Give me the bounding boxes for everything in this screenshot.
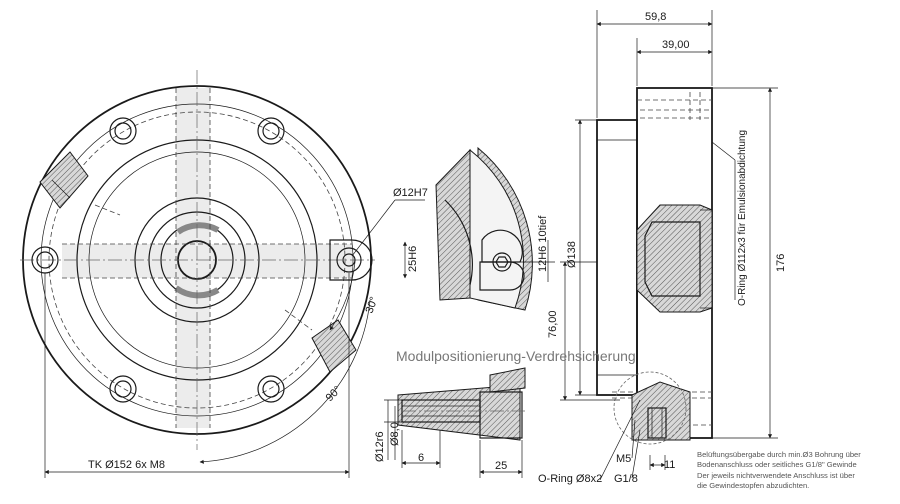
oring-small-label: O-Ring Ø8x2 xyxy=(538,473,602,485)
ventilation-note: Belüftungsübergabe durch min.Ø3 Bohrung … xyxy=(697,450,897,492)
note-line: Belüftungsübergabe durch min.Ø3 Bohrung … xyxy=(697,450,861,459)
m5-label: M5 xyxy=(616,453,631,465)
angle-30-label: 30° xyxy=(364,295,381,315)
g18-label: G1/8 xyxy=(614,473,638,485)
side-view xyxy=(596,87,713,445)
len-25-label: 25 xyxy=(495,460,507,472)
len-11-label: 11 xyxy=(664,459,675,471)
width-flange-label: 39,00 xyxy=(662,39,690,51)
pin-detail xyxy=(397,367,526,441)
front-view xyxy=(20,70,375,450)
sector-detail xyxy=(435,146,533,311)
section-upper-left xyxy=(39,151,89,209)
note-line: Bodenanschluss oder seitliches G1/8" Gew… xyxy=(697,460,857,470)
section-lower-right xyxy=(311,319,357,373)
pin-25h6-label: 25H6 xyxy=(407,246,419,272)
height-76-label: 76,00 xyxy=(547,310,559,338)
pin-dia-12r6-label: Ø12r6 xyxy=(374,431,386,462)
tk-bolt-circle-label: TK Ø152 6x M8 xyxy=(88,459,165,471)
width-total-label: 59,8 xyxy=(645,11,666,23)
pin-bore xyxy=(336,247,362,273)
pin-dia-8-label: Ø8,0 xyxy=(389,422,401,446)
note-line: Der jeweils nichtverwendete Anschluss is… xyxy=(697,470,855,480)
pin-12h6-label: 12H6 10tief xyxy=(537,215,549,272)
dia-176-label: 176 xyxy=(775,254,787,272)
angle-30-arc xyxy=(329,261,356,331)
dia-138-label: Ø138 xyxy=(566,241,578,268)
angle-90-label: 90° xyxy=(324,384,344,404)
pin-lug xyxy=(329,239,373,281)
oring-large-label: O-Ring Ø112x3 für Emulsionabdichtung xyxy=(737,130,748,306)
top-slot xyxy=(176,222,220,235)
caption-title: Modulpositionierung-Verdrehsicherung xyxy=(396,348,636,364)
len-6-label: 6 xyxy=(418,452,424,464)
bore-12h7-label: Ø12H7 xyxy=(393,187,428,199)
angle-90-arc xyxy=(199,299,371,464)
note-line: die Gewindestopfen abzudichten. xyxy=(697,481,810,491)
